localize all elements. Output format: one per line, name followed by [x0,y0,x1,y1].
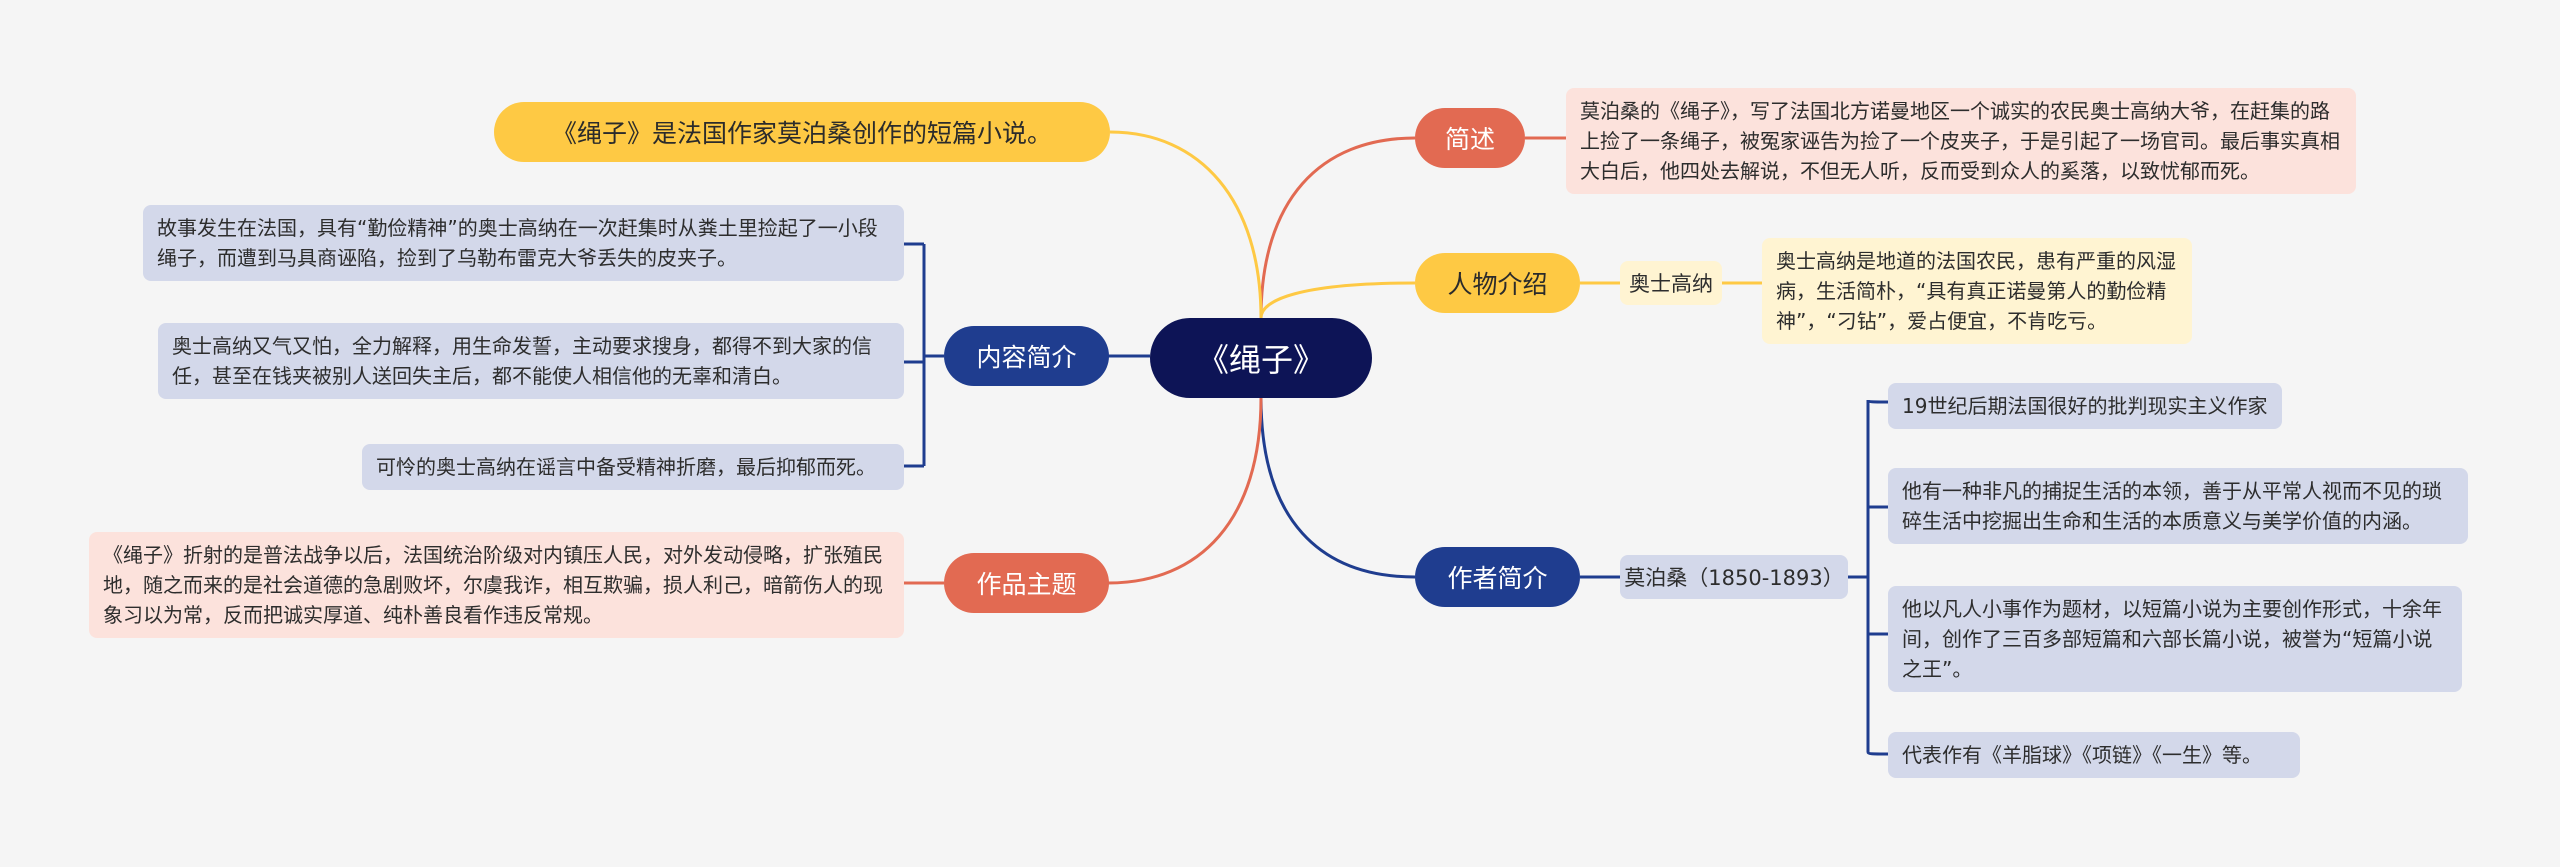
content-item-2: 奥士高纳又气又怕，全力解释，用生命发誓，主动要求搜身，都得不到大家的信任，甚至在… [158,323,904,399]
branch-author[interactable]: 作者简介 [1415,547,1580,607]
link-content-bracket [922,244,944,466]
content-item-1: 故事发生在法国，具有“勤俭精神”的奥士高纳在一次赶集时从粪土里捡起了一小段绳子，… [143,205,904,281]
root-node[interactable]: 《绳子》 [1150,318,1372,398]
character-text: 奥士高纳是地道的法国农民，患有严重的风湿病，生活简朴，“具有真正诺曼第人的勤俭精… [1762,238,2192,344]
overview-text: 莫泊桑的《绳子》，写了法国北方诺曼地区一个诚实的农民奥士高纳大爷，在赶集的路上捡… [1566,88,2356,194]
link-root-theme [1107,397,1263,585]
branch-theme[interactable]: 作品主题 [944,553,1109,613]
author-item-2: 他有一种非凡的捕捉生活的本领，善于从平常人视而不见的琐碎生活中挖掘出生命和生活的… [1888,468,2468,544]
author-item-4: 代表作有《羊脂球》《项链》《一生》等。 [1888,732,2300,778]
branch-overview[interactable]: 简述 [1415,108,1525,168]
branch-characters[interactable]: 人物介绍 [1415,253,1580,313]
summary-line-node[interactable]: 《绳子》是法国作家莫泊桑创作的短篇小说。 [494,102,1110,162]
author-item-3: 他以凡人小事作为题材，以短篇小说为主要创作形式，十余年间，创作了三百多部短篇和六… [1888,586,2462,692]
link-root-overview [1259,136,1416,319]
content-item-3: 可怜的奥士高纳在谣言中备受精神折磨，最后抑郁而死。 [362,444,904,490]
author-name[interactable]: 莫泊桑（1850-1893） [1620,555,1848,599]
link-root-characters [1259,281,1416,319]
link-root-summary [1109,130,1263,319]
branch-content[interactable]: 内容简介 [944,326,1109,386]
link-author-bracket [1848,400,1870,752]
theme-text: 《绳子》折射的是普法战争以后，法国统治阶级对内镇压人民，对外发动侵略，扩张殖民地… [89,532,904,638]
link-root-author [1259,397,1416,579]
character-name[interactable]: 奥士高纳 [1620,261,1722,305]
author-item-1: 19世纪后期法国很好的批判现实主义作家 [1888,383,2282,429]
